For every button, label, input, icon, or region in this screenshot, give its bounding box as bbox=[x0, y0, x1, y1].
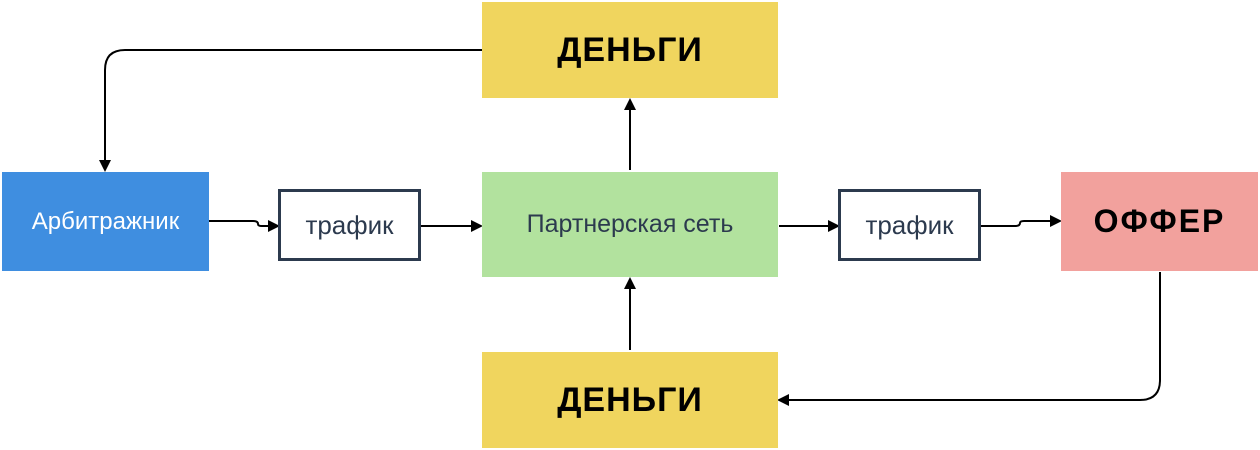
traffic-right-label: трафик bbox=[865, 209, 954, 240]
arbitrageur-label: Арбитражник bbox=[31, 207, 180, 235]
money-top-node: ДЕНЬГИ bbox=[482, 2, 778, 98]
edge-money-top-to-arbitrageur bbox=[99, 49, 482, 172]
partner-network-label: Партнерская сеть bbox=[526, 210, 734, 238]
money-top-label: ДЕНЬГИ bbox=[557, 30, 703, 69]
money-bottom-node: ДЕНЬГИ bbox=[482, 352, 778, 448]
money-bottom-label: ДЕНЬГИ bbox=[557, 380, 703, 419]
partner-network-node: Партнерская сеть bbox=[482, 172, 778, 277]
offer-label: ОФФЕР bbox=[1093, 203, 1226, 239]
edge-offer-to-money-bottom bbox=[777, 272, 1161, 406]
edge-arbitrageur-to-traffic-left bbox=[209, 220, 280, 232]
offer-node: ОФФЕР bbox=[1061, 172, 1258, 271]
traffic-right-node: трафик bbox=[838, 189, 981, 261]
arbitrageur-node: Арбитражник bbox=[2, 172, 209, 271]
traffic-left-node: трафик bbox=[278, 189, 421, 261]
edge-traffic-right-to-offer bbox=[981, 215, 1062, 227]
traffic-left-label: трафик bbox=[305, 209, 394, 240]
